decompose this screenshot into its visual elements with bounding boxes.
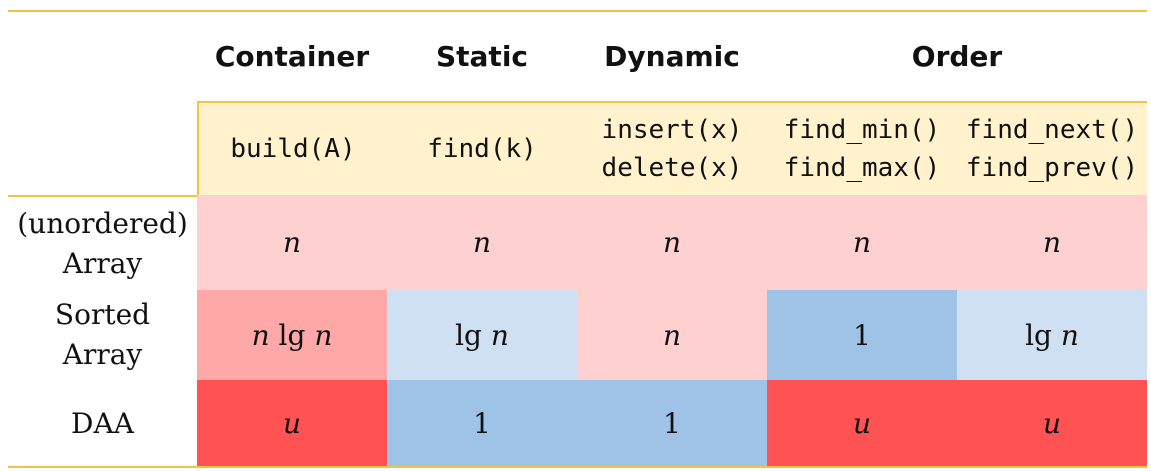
op-header-find-next-prev: find_next() find_prev() [957, 101, 1147, 195]
cell-daa-build: u [197, 380, 387, 467]
corner-cell [8, 12, 197, 101]
op-header-find: find(k) [387, 101, 577, 195]
row-label-unordered-array: (unordered) Array [8, 195, 197, 290]
row-label-daa: DAA [71, 406, 134, 440]
cell-array-find-next-prev: n [957, 195, 1147, 290]
cell-sorted-find: lg n [387, 290, 577, 380]
op-header-build: build(A) [197, 101, 387, 195]
cell-array-build: n [197, 195, 387, 290]
row-label-sorted-array: Sorted Array [54, 298, 151, 371]
cell-array-find: n [387, 195, 577, 290]
cell-sorted-find-next-prev: lg n [957, 290, 1147, 380]
cell-sorted-find-value: lg n [455, 318, 509, 352]
cell-sorted-build-value: n lg n [251, 318, 333, 352]
bottom-rule [8, 466, 1147, 468]
cell-sorted-find-next-prev-value: lg n [1025, 318, 1079, 352]
cell-daa-find-next-prev: u [957, 380, 1147, 467]
complexity-table: Container Static Dynamic Order build(A) … [8, 12, 1147, 467]
group-header-order: Order [911, 40, 1003, 73]
cell-daa-find-min-max: u [767, 380, 957, 467]
group-header-container: Container [214, 40, 370, 73]
op-header-find-min-max: find_min() find_max() [767, 101, 957, 195]
group-header-static: Static [435, 40, 529, 73]
op-header-insert-delete: insert(x) delete(x) [577, 101, 767, 195]
corner-cell-lower [8, 101, 197, 195]
cell-sorted-find-min-max: 1 [767, 290, 957, 380]
cell-daa-find: 1 [387, 380, 577, 467]
cell-sorted-build: n lg n [197, 290, 387, 380]
group-header-dynamic: Dynamic [604, 40, 740, 73]
cell-array-find-min-max: n [767, 195, 957, 290]
top-rule [8, 10, 1147, 12]
cell-daa-insert-delete: 1 [577, 380, 767, 467]
cell-array-insert-delete: n [577, 195, 767, 290]
cell-sorted-insert-delete: n [577, 290, 767, 380]
